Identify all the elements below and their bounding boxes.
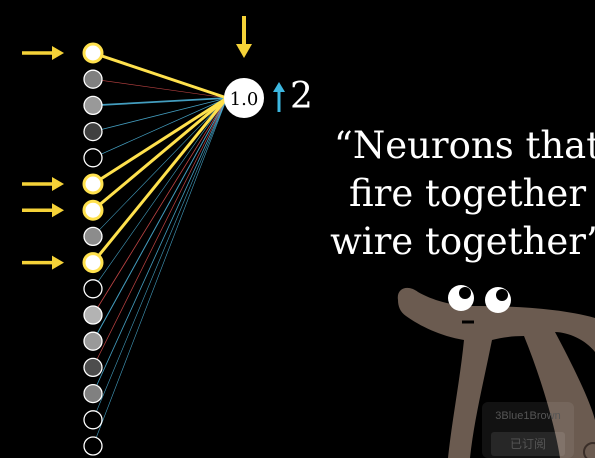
input-neuron (83, 436, 103, 456)
increase-label: 2 (290, 76, 313, 117)
input-neuron (83, 148, 103, 168)
input-neuron (83, 95, 103, 116)
input-neuron (82, 42, 104, 64)
connection-edge (92, 97, 228, 289)
input-neuron (83, 279, 103, 299)
input-arrows (22, 46, 64, 270)
input-neuron (83, 226, 103, 247)
input-neuron (82, 173, 104, 195)
input-neuron (82, 252, 104, 274)
channel-name: 3Blue1Brown (495, 410, 561, 422)
connection-edge (92, 97, 228, 420)
input-neuron (82, 199, 104, 221)
up-arrow-icon (273, 82, 285, 112)
right-arrow-icon (22, 177, 64, 191)
quote-line: wire together” (330, 220, 595, 263)
input-neuron (83, 331, 103, 351)
connection-edge (92, 97, 228, 132)
edge-group (91, 51, 229, 447)
connection-edge (92, 78, 228, 99)
connection-edge (91, 97, 229, 264)
input-neuron (83, 121, 103, 142)
right-arrow-icon (22, 203, 64, 218)
pi-creature-icon (397, 285, 595, 458)
connection-edge (92, 97, 228, 394)
hebbian-quote: “Neurons that fire together wire togethe… (330, 122, 595, 266)
quote-line: fire together (348, 172, 587, 215)
connection-edge (92, 97, 228, 447)
quote-line: “Neurons that (333, 124, 595, 167)
output-neuron: 1.0 (224, 78, 264, 118)
connection-edge (92, 96, 228, 212)
connection-edge (92, 51, 228, 100)
input-layer (82, 42, 104, 456)
right-arrow-icon (22, 255, 64, 270)
connection-edge (92, 97, 228, 107)
input-neuron (83, 357, 103, 378)
connection-edge (92, 97, 228, 368)
right-arrow-icon (22, 46, 64, 60)
connection-edge (92, 97, 228, 237)
connection-edge (92, 97, 228, 159)
input-neuron (83, 410, 103, 430)
output-activation-label: 1.0 (230, 89, 259, 110)
connection-edge (92, 97, 228, 316)
input-neuron (83, 69, 103, 89)
input-neuron (83, 305, 103, 325)
subscribe-button[interactable]: 已订阅 (491, 432, 565, 456)
connection-edge (92, 96, 228, 186)
connection-edge (92, 97, 228, 342)
channel-watermark[interactable]: 3Blue1Brown 已订阅 (482, 402, 574, 458)
input-neuron (83, 383, 103, 404)
down-arrow-icon (236, 16, 252, 58)
